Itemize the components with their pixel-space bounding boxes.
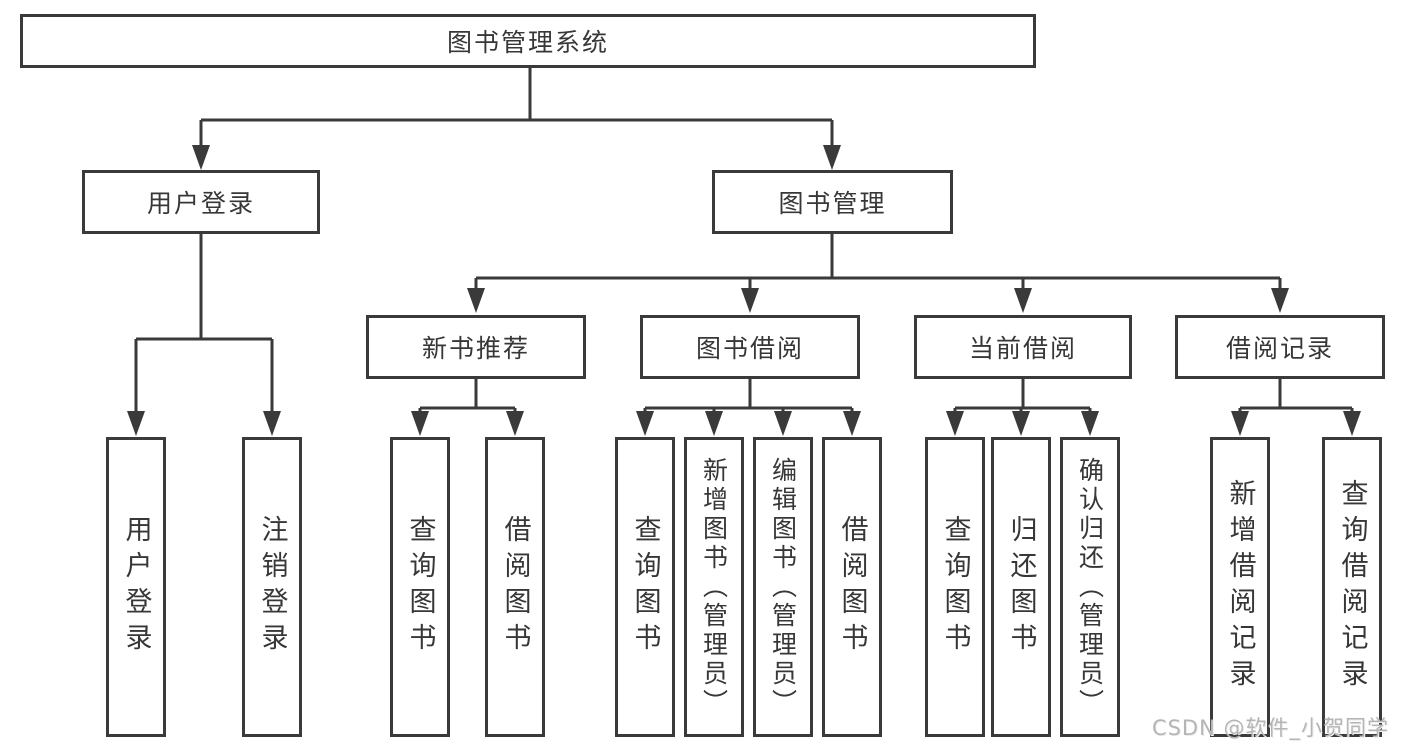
node-book-management: 图书管理 [712,170,953,234]
arrowhead [843,411,861,436]
csdn-watermark: CSDN @软件_小贺同学 [1151,716,1389,740]
arrowhead [1081,411,1099,436]
node-borrow-edit-book-admin: 编辑图书（管理员） [753,437,813,737]
node-borrow-records: 借阅记录 [1175,315,1385,379]
node-library-management-system: 图书管理系统 [20,14,1036,68]
arrowhead [1012,411,1030,436]
node-current-borrowing: 当前借阅 [914,315,1132,379]
node-record-query: 查询借阅记录 [1322,437,1382,737]
arrowhead [192,145,210,170]
arrowhead [467,288,485,313]
arrowhead [636,411,654,436]
node-current-return-book: 归还图书 [991,437,1051,737]
arrowhead [705,411,723,436]
node-borrow-borrow-book: 借阅图书 [822,437,882,737]
connector-new-book-recommend-branch [418,379,517,412]
arrowhead [1343,411,1361,436]
node-borrow-add-book-admin: 新增图书（管理员） [684,437,744,737]
node-book-borrowing: 图书借阅 [640,315,860,379]
arrowhead [823,145,841,170]
node-record-add: 新增借阅记录 [1210,437,1270,737]
connector-user-login-branch [134,234,274,412]
node-current-confirm-return-admin: 确认归还（管理员） [1060,437,1120,737]
connector-borrow-records-branch [1238,379,1354,412]
arrowhead [1271,288,1289,313]
node-logout: 注销登录 [242,437,302,737]
arrowhead [127,411,145,436]
connector-root-to-level2 [199,68,834,146]
node-user-login: 用户登录 [82,170,320,234]
node-borrow-query-book: 查询图书 [615,437,675,737]
node-new-book-recommend: 新书推荐 [366,315,586,379]
node-rec-borrow-book: 借阅图书 [485,437,545,737]
connector-book-management-branch [474,234,1282,289]
arrowhead [1014,288,1032,313]
arrowhead [506,411,524,436]
arrowhead [946,411,964,436]
connector-current-borrowing-branch [953,379,1092,412]
node-rec-query-book: 查询图书 [390,437,450,737]
arrowhead [1231,411,1249,436]
node-login: 用户登录 [106,437,166,737]
arrowhead [411,411,429,436]
arrowhead [263,411,281,436]
connector-book-borrowing-branch [643,379,854,412]
arrowhead [774,411,792,436]
node-current-query-book: 查询图书 [925,437,985,737]
arrowhead [741,288,759,313]
